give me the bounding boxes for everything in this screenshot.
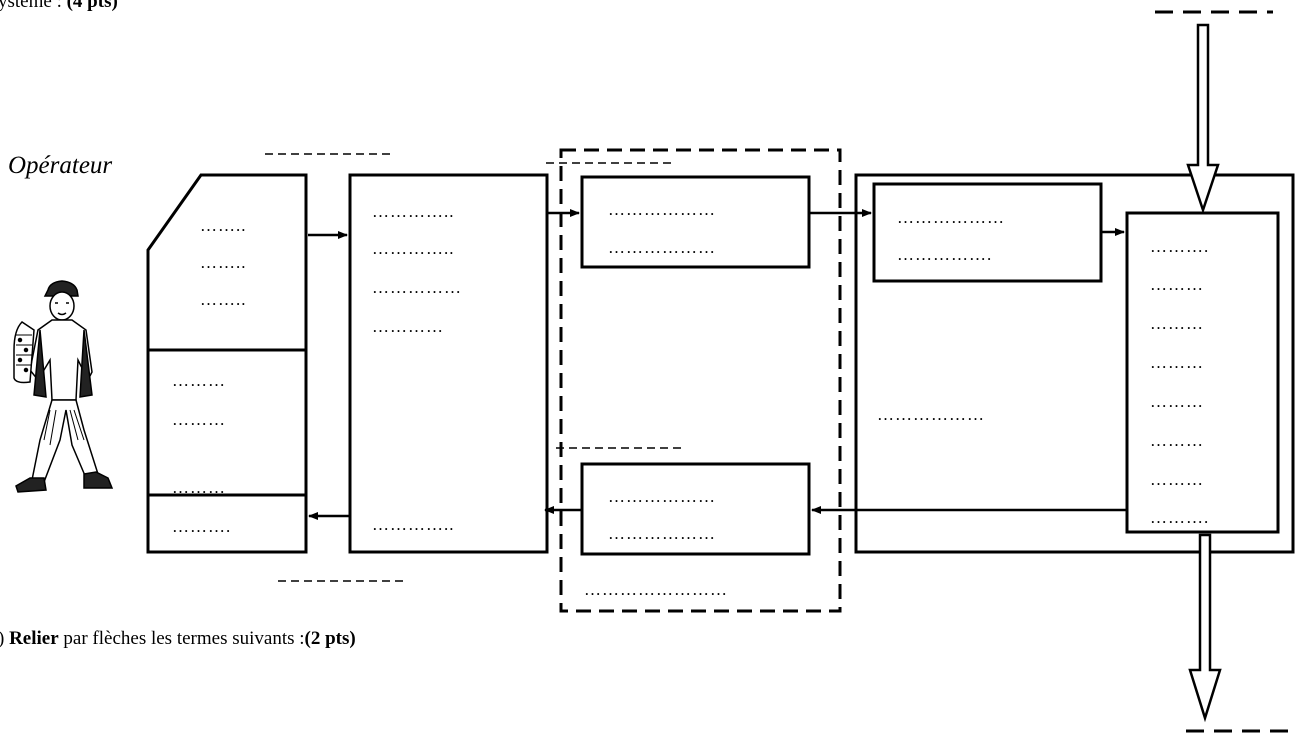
control-block	[350, 175, 547, 552]
interface-bottom-line-2: ………………	[608, 519, 716, 548]
right-column-line-3: ………	[1150, 309, 1204, 338]
right-column-line-1: ……….	[1150, 232, 1209, 261]
input-line-2: ……..	[200, 248, 247, 277]
right-column-line-8: ……….	[1150, 503, 1209, 532]
control-line-3: ……………	[372, 273, 462, 302]
control-line-2: …………..	[372, 234, 455, 263]
right-column-line-2: ………	[1150, 270, 1204, 299]
display-line-3: ………	[172, 473, 226, 502]
input-line-1: ……..	[200, 211, 247, 240]
right-column-line-6: ………	[1150, 426, 1204, 455]
control-line-4: …………	[372, 312, 444, 341]
operator-figure	[14, 281, 112, 492]
interface-top-line-2: ………………	[608, 233, 716, 262]
control-bottom-line: …………..	[372, 510, 455, 539]
operative-top-line-2: …………….	[897, 240, 992, 269]
footer-instruction: ) Relier par flèches les termes suivants…	[0, 628, 356, 650]
output-hollow-arrow	[1190, 535, 1220, 718]
right-column-line-4: ………	[1150, 348, 1204, 377]
interface-dashed-label: ……………………	[584, 575, 728, 604]
display-line-1: ………	[172, 366, 226, 395]
display-line-2: ………	[172, 405, 226, 434]
right-column-line-7: ………	[1150, 465, 1204, 494]
interface-bottom-line-1: ………………	[608, 482, 716, 511]
footer-prefix: )	[0, 628, 9, 649]
operative-middle-line: ………………	[877, 400, 985, 429]
footer-points: (2 pts)	[305, 628, 356, 649]
input-hollow-arrow	[1188, 25, 1218, 210]
interface-top-line-1: ………………	[608, 195, 716, 224]
output-line: ……….	[172, 512, 231, 541]
footer-text: par flèches les termes suivants :	[59, 628, 305, 649]
input-line-3: ……..	[200, 285, 247, 314]
control-line-1: …………..	[372, 197, 455, 226]
operative-top-line-1: ………………	[897, 203, 1005, 232]
footer-bold-word: Relier	[9, 628, 59, 649]
right-column-line-5: ………	[1150, 387, 1204, 416]
